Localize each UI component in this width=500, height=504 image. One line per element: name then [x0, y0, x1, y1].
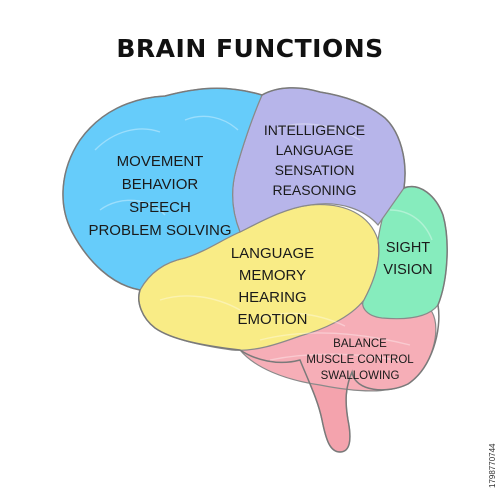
stock-id: 1798770744 [488, 443, 497, 489]
page-title: BRAIN FUNCTIONS [116, 34, 384, 63]
frontal-label: MOVEMENT [116, 153, 204, 170]
brain-outline [62, 87, 448, 453]
frontal-labels: MOVEMENT BEHAVIOR SPEECH PROBLEM SOLVING [70, 150, 250, 242]
temporal-label: EMOTION [237, 311, 308, 328]
cerebellum-labels: BALANCE MUSCLE CONTROL SWALLOWING [285, 336, 435, 384]
occipital-label: SIGHT [385, 240, 431, 256]
parietal-label: SENSATION [274, 162, 355, 178]
temporal-labels: LANGUAGE MEMORY HEARING EMOTION [210, 243, 335, 331]
parietal-label: LANGUAGE [275, 142, 354, 158]
parietal-label: INTELLIGENCE [263, 122, 366, 138]
frontal-label: PROBLEM SOLVING [88, 222, 232, 239]
temporal-label: MEMORY [238, 267, 307, 284]
temporal-label: LANGUAGE [230, 245, 315, 262]
frontal-label: SPEECH [129, 199, 191, 216]
cerebellum-label: MUSCLE CONTROL [306, 354, 414, 366]
parietal-label: REASONING [272, 182, 357, 198]
cerebellum-label: SWALLOWING [320, 370, 400, 382]
cerebellum-label: BALANCE [333, 338, 387, 350]
frontal-label: BEHAVIOR [121, 176, 199, 193]
temporal-label: HEARING [238, 289, 307, 306]
occipital-label: VISION [383, 262, 433, 278]
occipital-labels: SIGHT VISION [372, 237, 444, 281]
gyri-texture [94, 115, 433, 363]
parietal-labels: INTELLIGENCE LANGUAGE SENSATION REASONIN… [252, 120, 377, 200]
